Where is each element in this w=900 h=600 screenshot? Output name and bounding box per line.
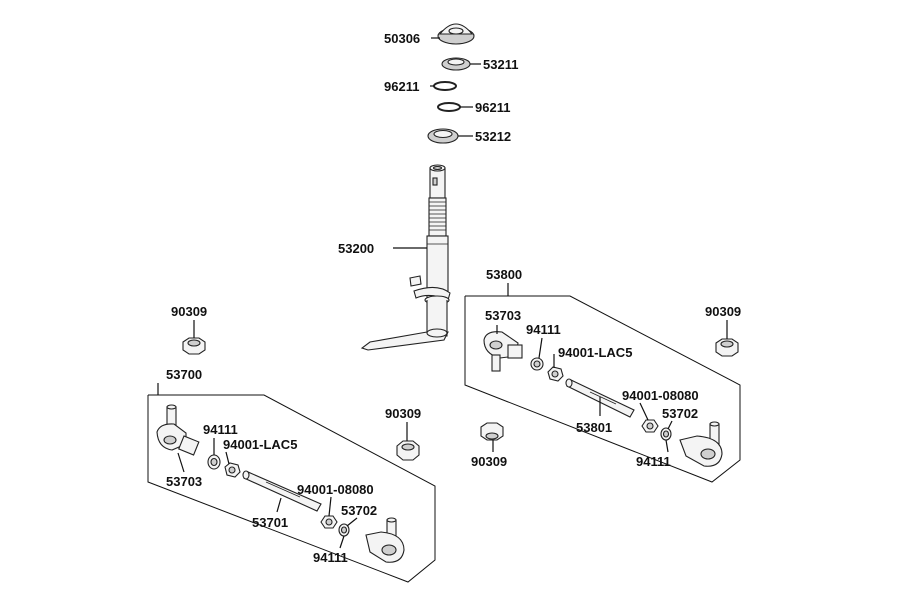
washer-94111-left-bottom xyxy=(338,523,350,537)
label-94001-lac5-left: 94001-LAC5 xyxy=(223,437,297,452)
steering-shaft-53200 xyxy=(360,164,451,351)
nut-94001-08080-left xyxy=(320,515,338,529)
label-53701: 53701 xyxy=(252,515,288,530)
label-53211: 53211 xyxy=(483,57,518,72)
tie-rod-assembly-right-frame xyxy=(464,295,741,483)
label-53212: 53212 xyxy=(475,129,511,144)
label-94001-08080-right: 94001-08080 xyxy=(622,388,699,403)
label-50306: 50306 xyxy=(384,31,420,46)
label-53703-right: 53703 xyxy=(485,308,521,323)
label-53703-left: 53703 xyxy=(166,474,202,489)
tie-rod-assembly-left-frame xyxy=(147,394,436,583)
washer-94111-right xyxy=(530,357,544,371)
label-90309-center: 90309 xyxy=(385,406,421,421)
washer-94111-right-bottom xyxy=(660,427,672,441)
nut-90309-center xyxy=(396,440,420,461)
race-53211 xyxy=(441,57,471,71)
part-labels: 50306 53211 96211 96211 53212 53200 5380… xyxy=(166,31,741,565)
label-94001-lac5-right: 94001-LAC5 xyxy=(558,345,632,360)
tie-rod-end-53703-right xyxy=(483,331,523,372)
label-90309-right: 90309 xyxy=(705,304,741,319)
leader-lines xyxy=(157,37,728,549)
label-94111-left: 94111 xyxy=(203,422,238,437)
bearing-50306 xyxy=(437,23,475,45)
label-53801: 53801 xyxy=(576,420,612,435)
nut-94001-lac5-right xyxy=(547,366,564,382)
tie-rod-end-53702-right xyxy=(679,421,723,467)
label-53700: 53700 xyxy=(166,367,202,382)
nut-94001-08080-right xyxy=(641,419,659,433)
tie-rod-53701 xyxy=(242,470,322,512)
tie-rod-end-53702-left xyxy=(365,517,405,563)
nut-90309-right xyxy=(715,338,739,357)
label-53702-right: 53702 xyxy=(662,406,698,421)
label-94111-right-bottom: 94111 xyxy=(636,454,671,469)
label-96211-upper: 96211 xyxy=(384,79,419,94)
label-53800: 53800 xyxy=(486,267,522,282)
label-94111-left-bottom: 94111 xyxy=(313,550,348,565)
label-90309-left: 90309 xyxy=(171,304,207,319)
nut-90309-left xyxy=(182,337,206,355)
nut-94001-lac5-left xyxy=(224,462,241,478)
race-53212 xyxy=(427,128,459,144)
nut-90309-bottom xyxy=(480,422,504,441)
washer-94111-left xyxy=(207,454,221,470)
label-94111-right: 94111 xyxy=(526,322,561,337)
label-90309-bottom: 90309 xyxy=(471,454,507,469)
label-53200: 53200 xyxy=(338,241,374,256)
label-94001-08080-left: 94001-08080 xyxy=(297,482,374,497)
label-53702-left: 53702 xyxy=(341,503,377,518)
tie-rod-end-53703-left xyxy=(156,404,200,456)
ring-96211-upper xyxy=(433,81,457,91)
ring-96211-lower xyxy=(437,102,461,112)
label-96211-lower: 96211 xyxy=(475,100,510,115)
